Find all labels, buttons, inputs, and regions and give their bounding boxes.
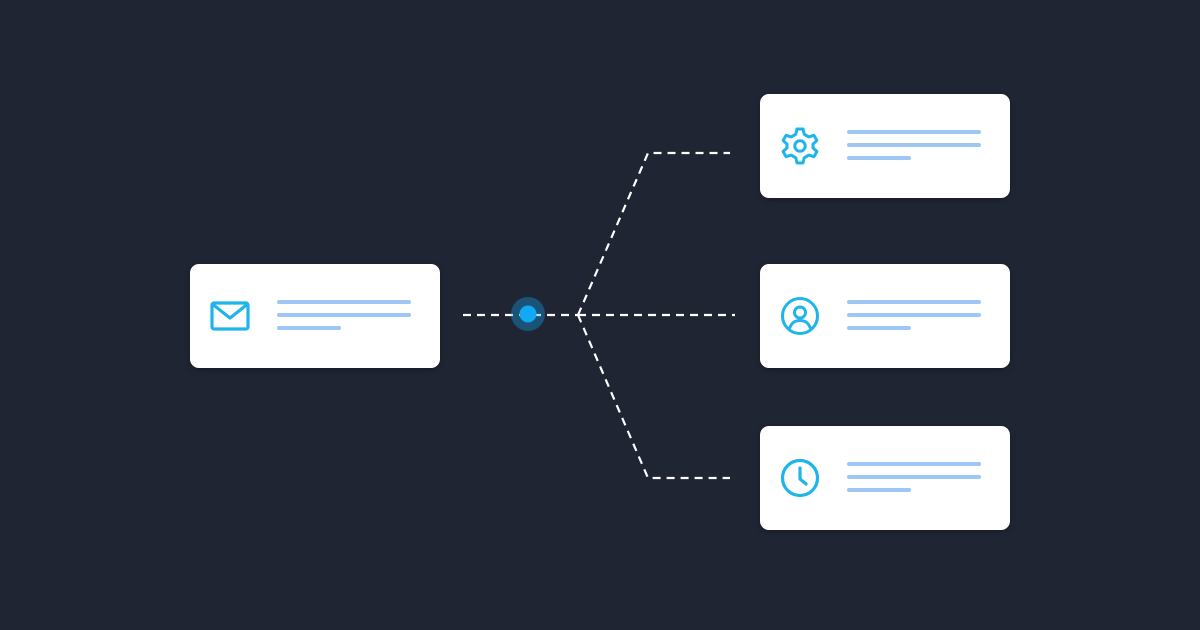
target-card-clock[interactable]: [760, 426, 1010, 530]
placeholder-line: [847, 156, 911, 160]
placeholder-line: [277, 326, 341, 330]
envelope-icon: [208, 294, 252, 338]
placeholder-line: [847, 313, 981, 317]
gear-icon: [778, 124, 822, 168]
placeholder-line: [847, 326, 911, 330]
target-card-settings[interactable]: [760, 94, 1010, 198]
placeholder-line: [847, 462, 981, 466]
placeholder-line: [277, 313, 411, 317]
clock-icon: [778, 456, 822, 500]
placeholder-line: [847, 475, 981, 479]
placeholder-line: [277, 300, 411, 304]
target-card-user[interactable]: [760, 264, 1010, 368]
placeholder-line: [847, 300, 981, 304]
user-circle-icon: [778, 294, 822, 338]
placeholder-line: [847, 130, 981, 134]
placeholder-line: [847, 143, 981, 147]
placeholder-line: [847, 488, 911, 492]
connector-hub-to-clock: [576, 314, 730, 480]
source-card-email[interactable]: [190, 264, 440, 368]
connector-hub-to-settings: [576, 151, 730, 316]
flow-node[interactable]: [519, 305, 537, 323]
